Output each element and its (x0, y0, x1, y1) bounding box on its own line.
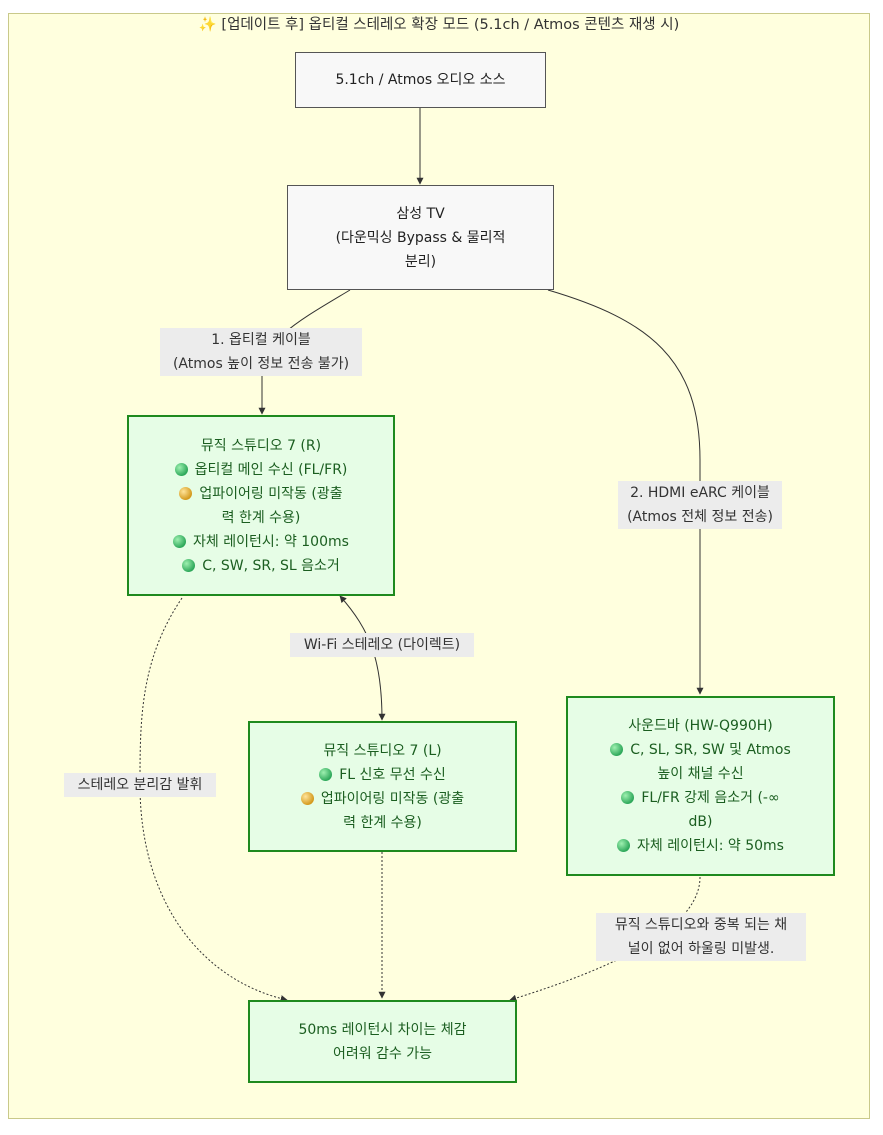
edge-label-optical: 1. 옵티컬 케이블 (Atmos 높이 정보 전송 불가) (160, 328, 362, 376)
node-studio-r-line: 자체 레이턴시: 약 100ms (173, 530, 349, 554)
node-line-text: 력 한계 수용) (221, 509, 301, 526)
node-line-text: FL/FR 강제 음소거 (-∞ (641, 790, 780, 806)
node-tv-line: 분리) (405, 250, 436, 274)
node-line-text: FL 신호 무선 수신 (339, 766, 446, 783)
node-studio-r-line: 옵티컬 메인 수신 (FL/FR) (174, 458, 348, 482)
node-studio-l-line: 력 한계 수용) (343, 811, 422, 835)
node-soundbar-line: C, SL, SR, SW 및 Atmos (610, 738, 791, 762)
edge-studio-r-studio-l-wifi (339, 595, 386, 721)
node-result-line: 어려워 감수 가능 (333, 1042, 432, 1066)
node-studio-r-line: C, SW, SR, SL 음소거 (182, 554, 340, 578)
node-line-text: 뮤직 스튜디오 7 (L) (323, 742, 442, 759)
node-studio-r-line: 뮤직 스튜디오 7 (R) (201, 434, 321, 458)
node-soundbar: 사운드바 (HW-Q990H) C, SL, SR, SW 및 Atmos 높이 채… (566, 696, 835, 876)
edge-label-no-howling: 뮤직 스튜디오와 중복 되는 채 널이 없어 하울링 미발생. (596, 913, 806, 961)
edge-label-no-howling-line-1: 뮤직 스튜디오와 중복 되는 채 (614, 917, 788, 933)
edge-label-hdmi-line-2: (Atmos 전체 정보 전송) (627, 509, 773, 525)
node-soundbar-line: 자체 레이턴시: 약 50ms (617, 834, 784, 858)
node-studio-r-line: 업파이어링 미작동 (광출 (179, 482, 343, 506)
edge-label-wifi-line-1: Wi-Fi 스테레오 (다이렉트) (303, 637, 461, 653)
yellow-circle-icon (179, 486, 193, 500)
node-soundbar-line: 높이 채널 수신 (657, 762, 743, 786)
edge-tv-to-soundbar (547, 289, 704, 695)
node-line-text: 업파이어링 미작동 (광출 (320, 790, 465, 807)
green-circle-icon (182, 558, 196, 572)
node-line-text: 뮤직 스튜디오 7 (R) (200, 437, 322, 454)
edge-label-wifi: Wi-Fi 스테레오 (다이렉트) (290, 633, 474, 657)
edge-label-separation-line-1: 스테레오 분리감 발휘 (77, 777, 203, 793)
node-line-text: 업파이어링 미작동 (광출 (199, 485, 343, 502)
node-line-text: 력 한계 수용) (343, 814, 422, 831)
edge-label-no-howling-line-2: 널이 없어 하울링 미발생. (627, 941, 775, 957)
node-studio-l-line: 뮤직 스튜디오 7 (L) (323, 739, 441, 763)
node-audio-source: 5.1ch / Atmos 오디오 소스 (295, 52, 546, 108)
title-text: ✨ [업데이트 후] 옵티컬 스테레오 확장 모드 (5.1ch / Atmos… (198, 17, 680, 33)
edge-label-optical-line-1: 1. 옵티컬 케이블 (211, 332, 311, 348)
node-line-text: 사운드바 (HW-Q990H) (628, 718, 773, 734)
node-line-text: C, SW, SR, SL 음소거 (202, 557, 340, 574)
node-soundbar-line: dB) (689, 810, 713, 834)
edge-label-optical-line-2: (Atmos 높이 정보 전송 불가) (172, 356, 350, 372)
green-circle-icon (617, 839, 630, 852)
yellow-circle-icon (300, 791, 314, 805)
node-tv-line: 삼성 TV (396, 202, 444, 226)
node-line-text: 옵티컬 메인 수신 (FL/FR) (194, 461, 348, 478)
node-line-text: 자체 레이턴시: 약 50ms (637, 838, 784, 854)
node-result-line: 50ms 레이턴시 차이는 체감 (298, 1018, 466, 1042)
node-line-text: 자체 레이턴시: 약 100ms (193, 533, 349, 550)
node-line-text: 분리) (404, 253, 437, 270)
green-circle-icon (173, 534, 187, 548)
node-studio-l-line: FL 신호 무선 수신 (319, 763, 446, 787)
node-line-text: 50ms 레이턴시 차이는 체감 (298, 1021, 467, 1038)
node-studio-l-line: 업파이어링 미작동 (광출 (300, 787, 465, 811)
node-line-text: 어려워 감수 가능 (332, 1045, 433, 1062)
node-line-text: dB) (688, 814, 713, 830)
node-music-studio-r: 뮤직 스튜디오 7 (R) 옵티컬 메인 수신 (FL/FR) 업파이어링 미작동 … (127, 415, 395, 596)
green-circle-icon (610, 743, 624, 756)
green-circle-icon (621, 791, 635, 804)
edge-label-hdmi-line-1: 2. HDMI eARC 케이블 (630, 485, 770, 501)
node-tv-line: (다운믹싱 Bypass & 물리적 (336, 226, 506, 250)
edge-label-separation: 스테레오 분리감 발휘 (64, 773, 216, 797)
node-studio-r-line: 력 한계 수용) (222, 506, 301, 530)
edge-label-hdmi: 2. HDMI eARC 케이블 (Atmos 전체 정보 전송) (618, 481, 782, 529)
green-circle-icon (319, 767, 333, 781)
node-source-line: 5.1ch / Atmos 오디오 소스 (335, 68, 505, 92)
node-line-text: C, SL, SR, SW 및 Atmos (630, 742, 791, 758)
diagram-title: ✨ [업데이트 후] 옵티컬 스테레오 확장 모드 (5.1ch / Atmos… (8, 14, 870, 36)
node-soundbar-line: 사운드바 (HW-Q990H) (628, 714, 773, 738)
node-line-text: 5.1ch / Atmos 오디오 소스 (335, 72, 506, 88)
node-line-text: 높이 채널 수신 (657, 766, 744, 782)
node-soundbar-line: FL/FR 강제 음소거 (-∞ (621, 786, 780, 810)
node-line-text: (다운믹싱 Bypass & 물리적 (335, 229, 506, 246)
node-line-text: 삼성 TV (396, 205, 445, 222)
green-circle-icon (174, 462, 188, 476)
